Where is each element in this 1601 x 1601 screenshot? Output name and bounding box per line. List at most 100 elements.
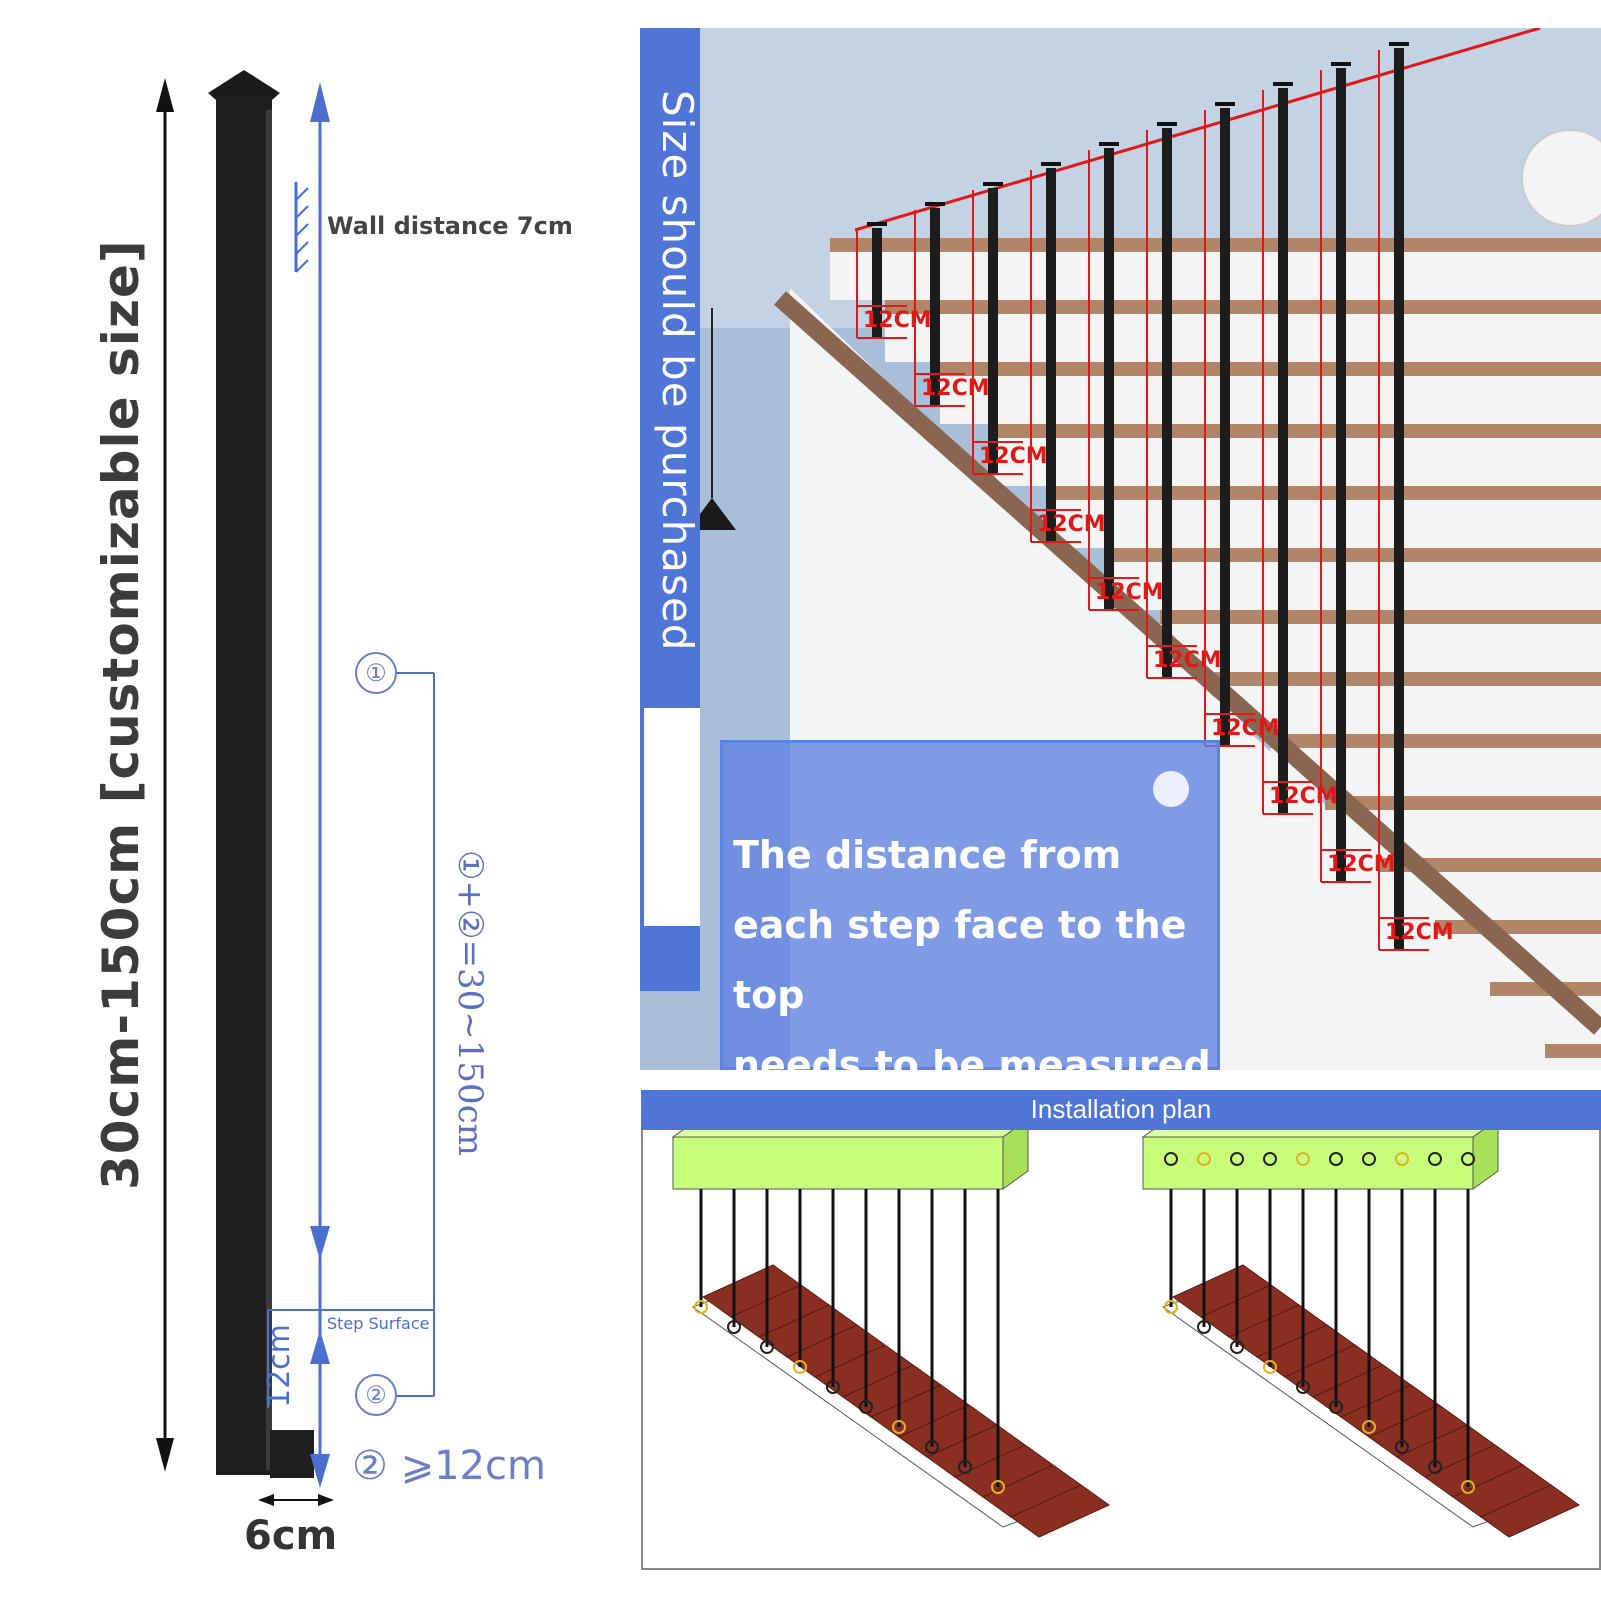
hook-icon [1428,1152,1442,1166]
formula-label: ①+②=30~150cm [450,850,490,1156]
stair-riser [995,438,1601,486]
baluster-post [216,95,272,1475]
measurement-note-text: The distance from each step face to the … [733,820,1213,1100]
circle-two-label: ② [355,1374,397,1416]
baluster [1278,88,1288,814]
hook-icon [1362,1152,1376,1166]
hook-icon [958,1460,972,1474]
hook-icon [1329,1152,1343,1166]
arrow-right-icon [318,1494,334,1506]
hook-icon [1329,1400,1343,1414]
wall-distance-label: Wall distance 7cm [327,212,573,240]
installation-option-a [671,1118,1110,1538]
arrow-left-icon [258,1494,274,1506]
step-height-marker: 12CM [863,308,932,333]
stair-riser [1380,872,1601,920]
hook-icon [1230,1152,1244,1166]
stair-riser [1160,624,1601,672]
beam [672,1136,1004,1190]
hook-icon [1164,1152,1178,1166]
stair-riser [940,376,1601,424]
stair-riser [1545,1058,1601,1070]
hook-icon [1263,1360,1277,1374]
dot-icon [1153,771,1189,807]
arrow-up-icon [310,1330,330,1364]
hook-icon [760,1340,774,1354]
installation-plan-drawing [671,1118,1580,1538]
pendant-lamp-icon [688,498,736,530]
baluster-dimension-diagram: 30cm-150cm [customizable size] Wall dist… [0,0,620,1601]
baluster [1336,68,1346,882]
note-line: The distance from [733,833,1122,877]
arrow-down-icon [156,1438,174,1472]
stair-tread [940,362,1601,376]
banner-strip [640,28,700,708]
baluster [930,208,940,406]
hook-icon [1461,1480,1475,1494]
post-width-label: 6cm [244,1513,338,1559]
step-height-marker: 12CM [1153,648,1222,673]
hook-icon [826,1380,840,1394]
note-line: each step face to the top [733,903,1187,1017]
step-height-marker: 12CM [979,444,1048,469]
baluster [988,188,998,474]
stair-tread [1325,796,1601,810]
hook-icon [1461,1152,1475,1166]
size-range-label: 30cm-150cm [customizable size] [92,239,150,1190]
stair-tread [995,424,1601,438]
hook-icon [727,1320,741,1334]
banner-gap [640,708,700,926]
handrail [774,291,1601,1035]
stair-tread [1480,1484,1580,1538]
step-height-marker: 12CM [1211,716,1280,741]
stair-tread [1010,1484,1110,1538]
hook-icon [1296,1152,1310,1166]
hook-icon [1395,1152,1409,1166]
post-foot [270,1430,314,1478]
hook-icon [892,1420,906,1434]
installation-plan-panel [641,1090,1601,1570]
hook-icon [1362,1420,1376,1434]
hook-icon [991,1480,1005,1494]
stair-riser [885,314,1601,362]
step-height-marker: 12CM [1037,512,1106,537]
circle-one-label: ① [355,652,397,694]
stair-tread [1545,1044,1601,1058]
top-reference-line [854,28,1541,232]
stair-riser [1050,500,1601,548]
installation-plan-header [641,1090,1601,1130]
baluster [1394,48,1404,950]
step-height-marker: 12CM [1269,784,1338,809]
stair-tread [885,300,1601,314]
arrow-up-icon [310,82,330,122]
installation-plan-title: Installation plan [1030,1094,1212,1124]
arrow-down-icon [310,1226,330,1260]
size-purchase-banner: Size should be purchased [653,90,702,652]
step-height-marker: 12CM [1095,580,1164,605]
stair-tread [1050,486,1601,500]
hook-icon [1230,1340,1244,1354]
baluster [872,228,882,338]
banner-foot [640,926,700,991]
minimum-length-label: ② ⩾12cm [352,1443,546,1489]
step-height-marker: 12CM [1327,852,1396,877]
stair-steps [830,238,1601,1070]
hook-icon [1263,1152,1277,1166]
hook-icon [1395,1440,1409,1454]
arrow-up-icon [156,78,174,112]
hook-icon [694,1300,708,1314]
stair-tread [1160,610,1601,624]
hook-icon [1428,1460,1442,1474]
baluster [1046,168,1056,542]
hook-icon [925,1440,939,1454]
hook-icon [1164,1300,1178,1314]
hook-icon [1296,1380,1310,1394]
baluster [1104,148,1114,610]
step-height-marker: 12CM [1385,920,1454,945]
stair-tread [1215,672,1601,686]
baluster-drawing [156,70,435,1506]
post-cap [208,70,280,100]
baluster [1220,108,1230,746]
note-line: needs to be measured [733,1043,1211,1087]
installation-option-b [1141,1118,1580,1538]
